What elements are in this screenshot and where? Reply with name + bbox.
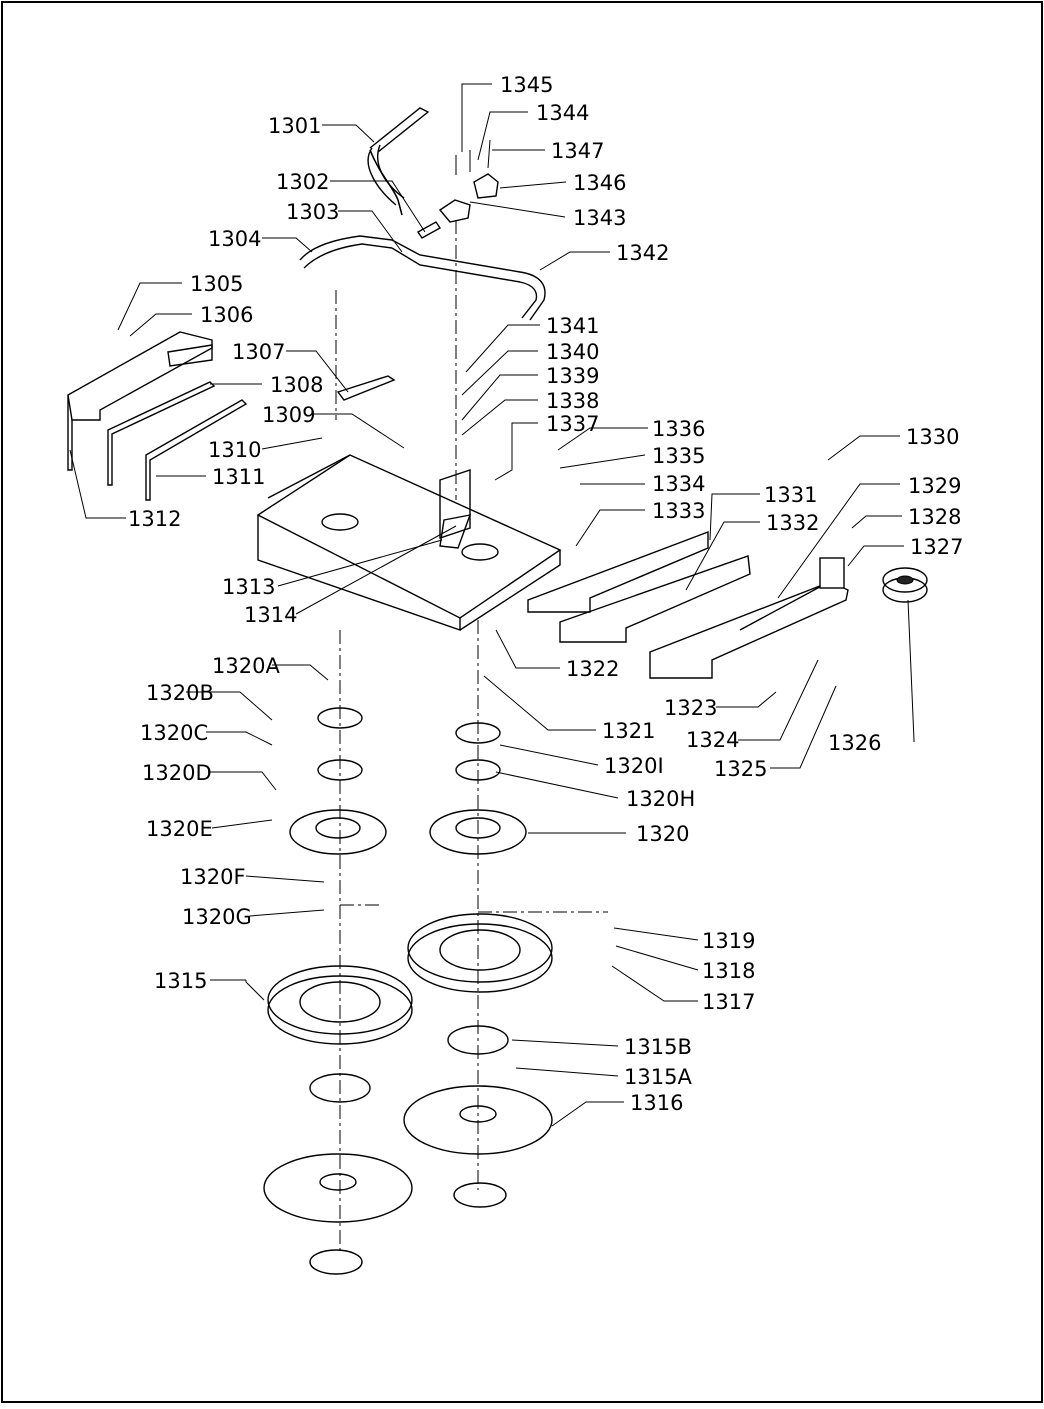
label-1319: 1319 (702, 929, 755, 953)
label-1320D: 1320D (142, 761, 212, 785)
label-1328: 1328 (908, 505, 961, 529)
label-1339: 1339 (546, 364, 599, 388)
label-1315B: 1315B (624, 1035, 692, 1059)
label-1320H: 1320H (626, 787, 695, 811)
left-spindle-stack (263, 707, 413, 1275)
label-1331: 1331 (764, 483, 817, 507)
label-1307: 1307 (232, 340, 285, 364)
label-1323: 1323 (664, 696, 717, 720)
center-lines (335, 220, 608, 1250)
left-panels (67, 331, 396, 501)
leader-lines (69, 83, 915, 1127)
label-1321: 1321 (602, 719, 655, 743)
label-1315A: 1315A (624, 1065, 692, 1089)
label-1337: 1337 (546, 412, 599, 436)
label-1303: 1303 (286, 200, 339, 224)
label-1330: 1330 (906, 425, 959, 449)
right-rails (527, 530, 849, 679)
label-1320B: 1320B (146, 681, 214, 705)
label-1320E: 1320E (146, 817, 213, 841)
part-labels: 1345 1344 1347 1301 1346 1302 1343 1303 … (128, 73, 963, 1115)
label-1347: 1347 (551, 139, 604, 163)
label-1346: 1346 (573, 171, 626, 195)
label-1334: 1334 (652, 472, 705, 496)
label-1314: 1314 (244, 603, 297, 627)
label-1340: 1340 (546, 340, 599, 364)
label-1310: 1310 (208, 438, 261, 462)
label-1329: 1329 (908, 474, 961, 498)
label-1342: 1342 (616, 241, 669, 265)
label-1305: 1305 (190, 272, 243, 296)
label-1324: 1324 (686, 728, 739, 752)
idler-pulley (882, 567, 928, 603)
handle-assembly (299, 107, 546, 321)
label-1309: 1309 (262, 403, 315, 427)
label-1311: 1311 (212, 465, 265, 489)
label-1313: 1313 (222, 575, 275, 599)
label-1341: 1341 (546, 314, 599, 338)
label-1304: 1304 (208, 227, 261, 251)
label-1308: 1308 (270, 373, 323, 397)
label-1325: 1325 (714, 757, 767, 781)
label-1320F: 1320F (180, 865, 246, 889)
label-1345: 1345 (500, 73, 553, 97)
label-1320I: 1320I (604, 754, 664, 778)
label-1317: 1317 (702, 990, 755, 1014)
label-1320C: 1320C (140, 721, 208, 745)
label-1322: 1322 (566, 657, 619, 681)
label-1302: 1302 (276, 170, 329, 194)
label-1320: 1320 (636, 822, 689, 846)
label-1320G: 1320G (182, 905, 252, 929)
label-1306: 1306 (200, 303, 253, 327)
label-1336: 1336 (652, 417, 705, 441)
label-1344: 1344 (536, 101, 589, 125)
label-1318: 1318 (702, 959, 755, 983)
label-1338: 1338 (546, 389, 599, 413)
label-1320A: 1320A (212, 654, 280, 678)
label-1301: 1301 (268, 114, 321, 138)
mower-deck (256, 454, 562, 631)
label-1332: 1332 (766, 511, 819, 535)
label-1335: 1335 (652, 444, 705, 468)
label-1327: 1327 (910, 535, 963, 559)
label-1316: 1316 (630, 1091, 683, 1115)
label-1333: 1333 (652, 499, 705, 523)
label-1343: 1343 (573, 206, 626, 230)
label-1315: 1315 (154, 969, 207, 993)
label-1312: 1312 (128, 507, 181, 531)
label-1326: 1326 (828, 731, 881, 755)
